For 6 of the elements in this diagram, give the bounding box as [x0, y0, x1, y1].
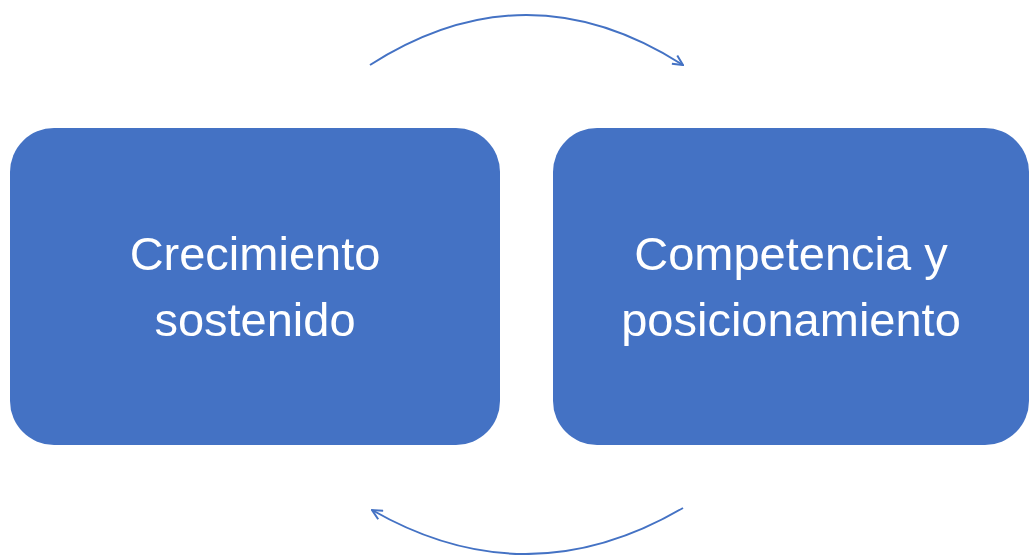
rounded-box [553, 128, 1029, 445]
curved-arrow [369, 14, 684, 66]
curved-arrow [371, 507, 684, 555]
rounded-box [10, 128, 500, 445]
box-label: Competencia y posicionamiento [620, 225, 962, 348]
box-label: Crecimiento sostenido [128, 225, 382, 348]
